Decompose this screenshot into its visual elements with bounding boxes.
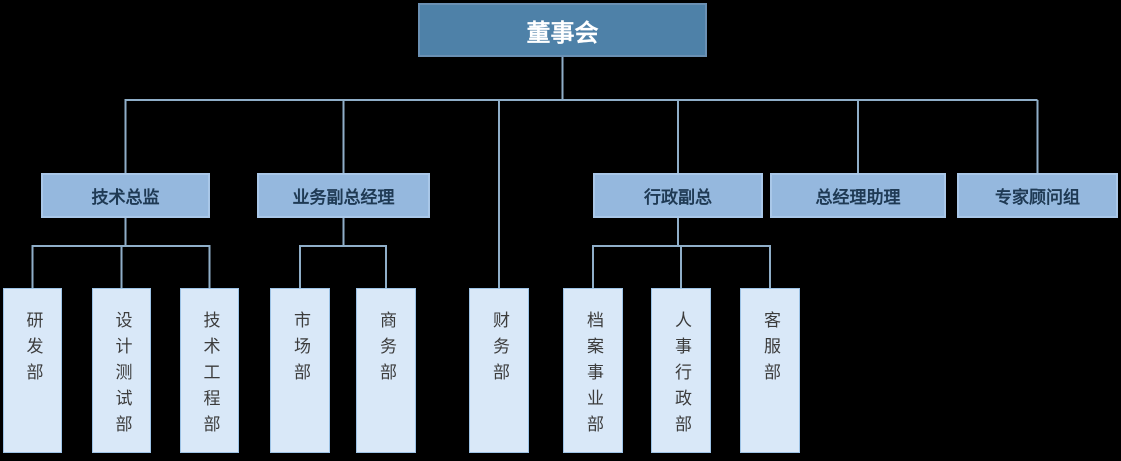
- org-node-admin-deputy[interactable]: 行政副总: [593, 173, 763, 218]
- org-node-commerce-dept[interactable]: 商务部: [356, 288, 416, 453]
- org-node-archives-dept[interactable]: 档案事业部: [563, 288, 623, 453]
- org-node-marketing-dept[interactable]: 市场部: [270, 288, 330, 453]
- org-node-marketing-dept-label: 市场部: [291, 311, 310, 389]
- org-node-admin-deputy-label: 行政副总: [644, 188, 712, 207]
- org-node-tech-director-label: 技术总监: [91, 188, 160, 207]
- org-node-rnd-dept[interactable]: 研发部: [3, 288, 62, 453]
- org-node-finance-dept-label: 财务部: [490, 311, 509, 389]
- org-node-expert-advisors-label: 专家顾问组: [995, 188, 1080, 207]
- org-node-rnd-dept-label: 研发部: [23, 311, 43, 389]
- org-node-business-deputy-gm[interactable]: 业务副总经理: [257, 173, 430, 218]
- org-node-hr-admin-dept-label: 人事行政部: [672, 311, 691, 441]
- org-node-gm-assistant-label: 总经理助理: [815, 188, 901, 207]
- org-node-tech-engineering-dept-label: 技术工程部: [200, 311, 220, 441]
- org-node-customer-service-dept-label: 客服部: [761, 311, 780, 389]
- org-node-hr-admin-dept[interactable]: 人事行政部: [651, 288, 711, 453]
- org-node-commerce-dept-label: 商务部: [377, 311, 396, 389]
- org-node-design-test-dept-label: 设计测试部: [112, 311, 132, 441]
- org-node-finance-dept[interactable]: 财务部: [469, 288, 529, 453]
- org-node-gm-assistant[interactable]: 总经理助理: [770, 173, 946, 218]
- org-node-tech-director[interactable]: 技术总监: [41, 173, 210, 218]
- org-node-tech-engineering-dept[interactable]: 技术工程部: [180, 288, 239, 453]
- org-node-board-label: 董事会: [526, 19, 599, 47]
- org-node-design-test-dept[interactable]: 设计测试部: [92, 288, 151, 453]
- org-node-business-deputy-gm-label: 业务副总经理: [292, 188, 395, 207]
- org-node-board[interactable]: 董事会: [418, 3, 707, 57]
- org-node-expert-advisors[interactable]: 专家顾问组: [957, 173, 1118, 218]
- org-node-customer-service-dept[interactable]: 客服部: [740, 288, 800, 453]
- org-node-archives-dept-label: 档案事业部: [584, 311, 603, 441]
